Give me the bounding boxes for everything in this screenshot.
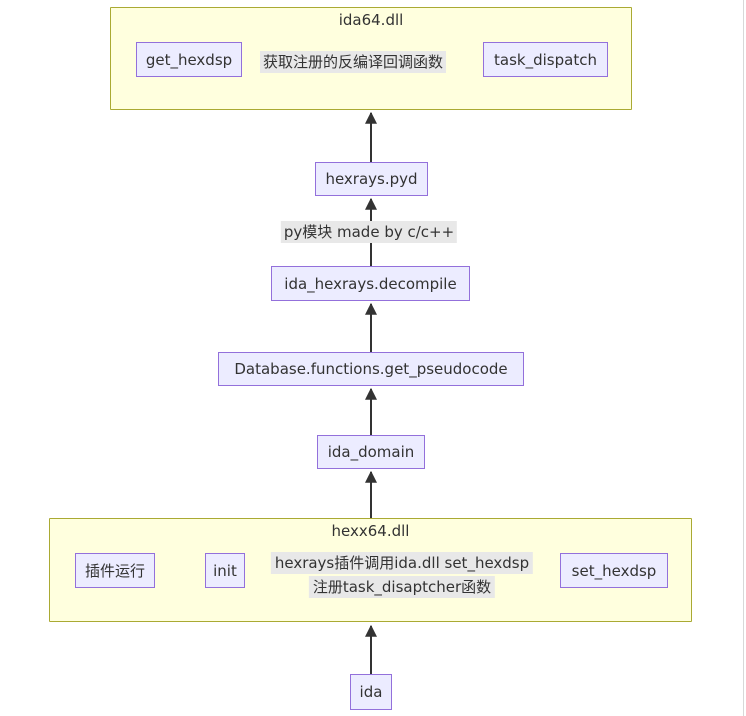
node-hexrays-pyd: hexrays.pyd <box>315 162 428 196</box>
node-init: init <box>205 553 245 588</box>
edge-label-init-to-set-hexdsp: hexrays插件调用ida.dll set_hexdsp 注册task_dis… <box>270 552 534 598</box>
node-get-hexdsp: get_hexdsp <box>136 42 242 77</box>
node-plugin-run: 插件运行 <box>75 553 155 588</box>
node-task-dispatch: task_dispatch <box>483 42 608 77</box>
node-ida: ida <box>350 674 392 710</box>
node-ida-hexrays-decompile: ida_hexrays.decompile <box>271 266 470 301</box>
node-set-hexdsp: set_hexdsp <box>560 553 668 588</box>
edge-label-line-1: hexrays插件调用ida.dll set_hexdsp <box>270 552 534 574</box>
container-hexx64-title: hexx64.dll <box>331 522 410 540</box>
edge-label-py-module: py模块 made by c/c++ <box>280 221 458 243</box>
node-database-functions-get-pseudocode: Database.functions.get_pseudocode <box>218 352 524 386</box>
edge-label-get-registered-callback: 获取注册的反编译回调函数 <box>259 51 447 73</box>
edge-label-line-2: 注册task_disaptcher函数 <box>308 576 496 598</box>
right-edge-divider <box>743 0 744 716</box>
node-ida-domain: ida_domain <box>317 435 425 469</box>
container-ida64-title: ida64.dll <box>338 11 404 29</box>
